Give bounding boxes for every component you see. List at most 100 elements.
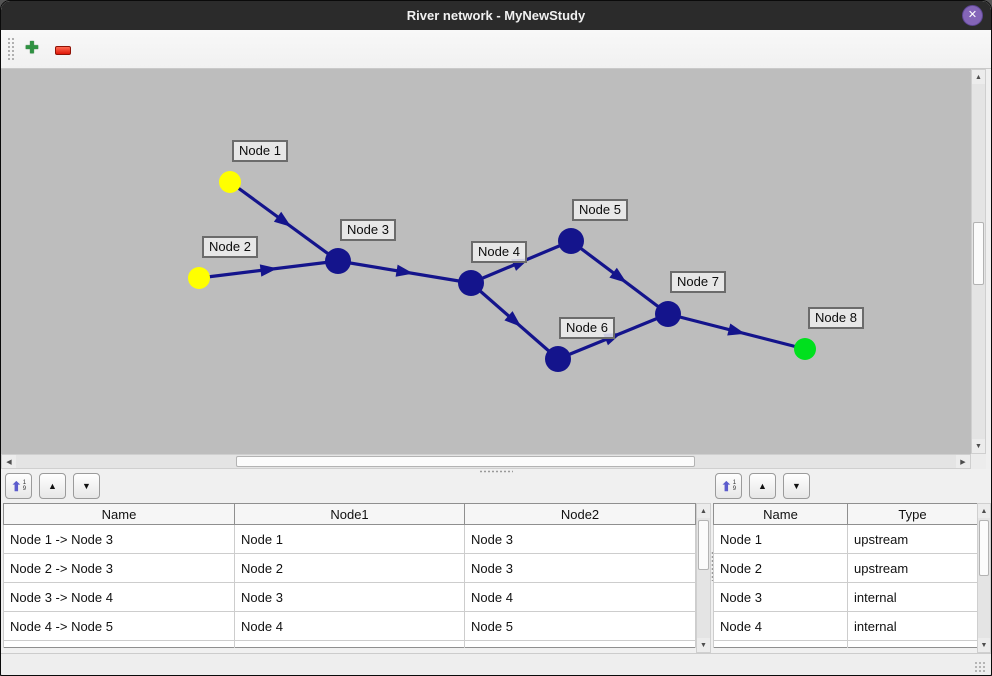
canvas-vertical-scrollbar[interactable]: ▲ ▼: [971, 69, 986, 454]
scroll-right-button[interactable]: ▶: [956, 455, 970, 468]
column-header[interactable]: Node2: [464, 503, 696, 525]
node-label[interactable]: Node 8: [808, 307, 864, 329]
nodes-table-scrollbar[interactable]: ▲ ▼: [977, 503, 991, 653]
vertical-splitter[interactable]: [710, 549, 714, 583]
scroll-down-button[interactable]: ▼: [978, 638, 990, 652]
table-cell: Node 2: [234, 553, 465, 583]
arrow-down-icon: ▼: [975, 442, 982, 450]
move-reach-up-button[interactable]: ▲: [39, 473, 66, 499]
horizontal-splitter[interactable]: [1, 469, 991, 473]
table-cell: [3, 640, 235, 648]
arrow-down-icon: ▼: [700, 641, 707, 649]
column-header[interactable]: Name: [3, 503, 235, 525]
vertical-scroll-thumb[interactable]: [973, 222, 984, 285]
node-marker[interactable]: [558, 228, 584, 254]
scroll-up-button[interactable]: ▲: [978, 504, 990, 518]
node-marker[interactable]: [794, 338, 816, 360]
add-node-button[interactable]: ✚: [22, 39, 42, 59]
node-label[interactable]: Node 1: [232, 140, 288, 162]
remove-node-button[interactable]: [55, 46, 71, 55]
vertical-scroll-thumb[interactable]: [979, 520, 989, 576]
table-cell: Node 2: [713, 553, 848, 583]
right-margin: [986, 69, 991, 469]
node-label[interactable]: Node 2: [202, 236, 258, 258]
arrow-up-icon: ▲: [975, 73, 982, 81]
column-header[interactable]: Type: [847, 503, 978, 525]
add-icon: ✚: [25, 40, 39, 57]
node-marker[interactable]: [655, 301, 681, 327]
window-title: River network - MyNewStudy: [406, 8, 586, 23]
arrow-left-icon: ◀: [6, 458, 12, 466]
arrow-up-icon: ▲: [700, 507, 707, 515]
node-marker[interactable]: [545, 346, 571, 372]
table-cell: Node 1: [234, 524, 465, 554]
horizontal-scroll-thumb[interactable]: [236, 456, 695, 467]
vertical-scroll-thumb[interactable]: [698, 520, 709, 570]
close-button[interactable]: ✕: [962, 5, 983, 26]
table-cell: Node 3: [464, 524, 696, 554]
node-label[interactable]: Node 7: [670, 271, 726, 293]
network-canvas[interactable]: Node 1 Node 2 Node 3 Node 4 Node 5 Node 6 Node…: [1, 69, 971, 454]
node-label[interactable]: Node 6: [559, 317, 615, 339]
titlebar[interactable]: River network - MyNewStudy ✕: [1, 1, 991, 30]
node-label[interactable]: Node 3: [340, 219, 396, 241]
scroll-up-button[interactable]: ▲: [972, 70, 985, 84]
flow-direction-arrow-icon: [395, 264, 414, 277]
column-header[interactable]: Name: [713, 503, 848, 525]
move-node-up-button[interactable]: ▲: [749, 473, 776, 499]
scroll-left-button[interactable]: ◀: [2, 455, 16, 468]
node-marker[interactable]: [458, 270, 484, 296]
arrow-up-icon: ▲: [48, 481, 57, 491]
toolbar-drag-handle[interactable]: [7, 37, 14, 62]
reaches-table-scrollbar[interactable]: ▲ ▼: [696, 503, 711, 653]
table-cell: internal: [847, 611, 978, 641]
table-cell: Node 2 -> Node 3: [3, 553, 235, 583]
node-marker[interactable]: [219, 171, 241, 193]
move-node-down-button[interactable]: ▼: [783, 473, 810, 499]
flow-direction-arrow-icon: [273, 211, 292, 227]
table-cell: Node 3: [713, 582, 848, 612]
move-reach-down-button[interactable]: ▼: [73, 473, 100, 499]
resize-grip[interactable]: [974, 661, 986, 672]
table-cell: Node 3 -> Node 4: [3, 582, 235, 612]
canvas-horizontal-scrollbar[interactable]: ◀ ▶: [1, 454, 971, 469]
table-cell: Node 3: [464, 553, 696, 583]
arrow-down-icon: ▼: [792, 481, 801, 491]
table-cell: [713, 640, 848, 648]
scroll-down-button[interactable]: ▼: [972, 439, 985, 453]
node-marker[interactable]: [325, 248, 351, 274]
node-marker[interactable]: [188, 267, 210, 289]
table-cell: Node 4: [713, 611, 848, 641]
table-row[interactable]: [713, 640, 978, 648]
scroll-down-button[interactable]: ▼: [697, 638, 710, 652]
flow-direction-arrow-icon: [727, 323, 746, 336]
status-bar: [1, 653, 991, 675]
arrow-up-icon: ▲: [980, 507, 988, 515]
arrow-down-icon: ▼: [980, 641, 988, 649]
splitter-grip-icon: [710, 551, 714, 581]
flow-direction-arrow-icon: [259, 264, 278, 277]
node-label[interactable]: Node 4: [471, 241, 527, 263]
scroll-up-button[interactable]: ▲: [697, 504, 710, 518]
table-cell: upstream: [847, 524, 978, 554]
node-label[interactable]: Node 5: [572, 199, 628, 221]
table-row[interactable]: [3, 640, 696, 648]
arrow-up-icon: ▲: [758, 481, 767, 491]
table-cell: Node 4: [464, 582, 696, 612]
column-header[interactable]: Node1: [234, 503, 465, 525]
